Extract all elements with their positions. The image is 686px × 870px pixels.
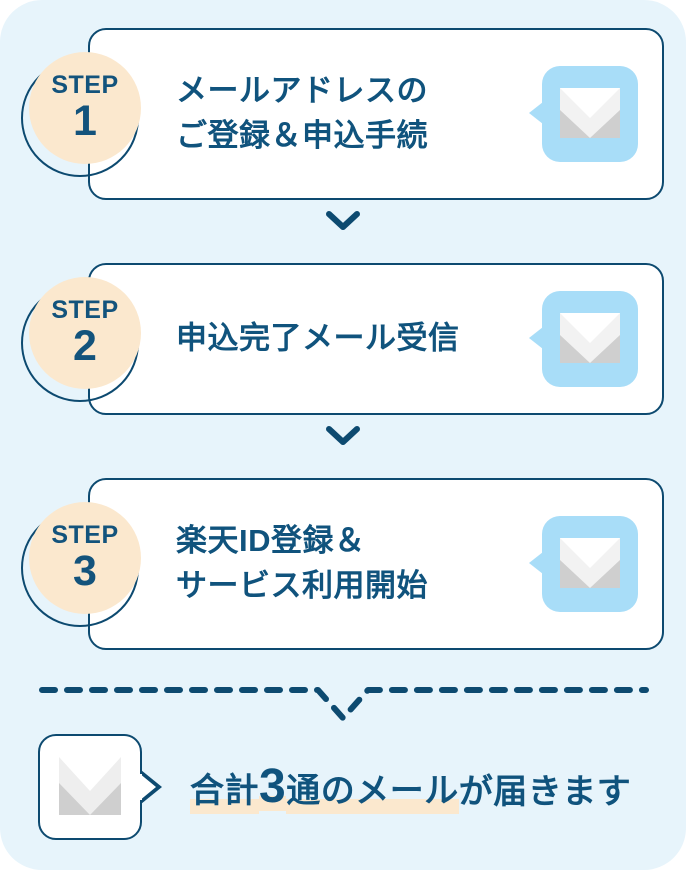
- bubble-tail: [529, 327, 543, 349]
- step-card-3[interactable]: 楽天ID登録＆ サービス利用開始: [88, 478, 664, 650]
- letter-glyph: [560, 538, 620, 588]
- step-row-3: 楽天ID登録＆ サービス利用開始 STEP 3: [0, 478, 686, 650]
- bubble-tail: [529, 102, 543, 124]
- letter-glyph: [560, 88, 620, 138]
- step-card-1[interactable]: メールアドレスの ご登録＆申込手続: [88, 28, 664, 200]
- connector-chevron-1: [0, 208, 686, 239]
- envelope-icon: [529, 516, 638, 612]
- bubble-tail: [529, 552, 543, 574]
- letter-flap: [560, 538, 620, 568]
- chevron-down-icon: [326, 426, 360, 445]
- badge-word: STEP: [51, 296, 119, 324]
- step-badge-2: STEP 2: [18, 276, 144, 402]
- letter-glyph: [59, 757, 121, 815]
- badge-word: STEP: [51, 521, 119, 549]
- step-badge-1: STEP 1: [18, 51, 144, 177]
- badge-disc: STEP 2: [29, 277, 141, 389]
- step-card-2-label: 申込完了メール受信: [176, 320, 460, 356]
- letter-flap: [59, 757, 121, 791]
- step-row-2: 申込完了メール受信 STEP 2: [0, 263, 686, 415]
- connector-chevron-2: [0, 423, 686, 454]
- summary-highlight-1: 合計: [190, 762, 259, 814]
- badge-disc: STEP 1: [29, 52, 141, 164]
- step-card-1-label: メールアドレスの ご登録＆申込手続: [176, 73, 428, 153]
- step-card-3-label: 楽天ID登録＆ サービス利用開始: [176, 523, 428, 603]
- badge-disc: STEP 3: [29, 502, 141, 614]
- badge-number: 3: [73, 547, 97, 595]
- badge-number: 1: [73, 97, 97, 145]
- letter-flap: [560, 313, 620, 343]
- envelope-icon: [529, 291, 638, 387]
- envelope-icon: [529, 66, 638, 162]
- badge-number: 2: [73, 322, 97, 370]
- step-badge-3: STEP 3: [18, 501, 144, 627]
- dashed-divider: [0, 668, 686, 724]
- badge-word: STEP: [51, 71, 119, 99]
- envelope-icon: [38, 734, 162, 840]
- summary-tail: が届きます: [458, 772, 632, 811]
- summary-count: 3: [259, 760, 287, 814]
- chevron-down-icon: [326, 211, 360, 230]
- bubble-tail-fill: [139, 773, 156, 801]
- letter-glyph: [560, 313, 620, 363]
- step-card-2[interactable]: 申込完了メール受信: [88, 263, 664, 415]
- summary-highlight-2: 通のメール: [286, 762, 459, 814]
- step-row-1: メールアドレスの ご登録＆申込手続 STEP 1: [0, 28, 686, 200]
- bubble-tail-mask: [136, 774, 142, 800]
- letter-flap: [560, 88, 620, 118]
- dashed-divider-with-notch: [39, 687, 649, 721]
